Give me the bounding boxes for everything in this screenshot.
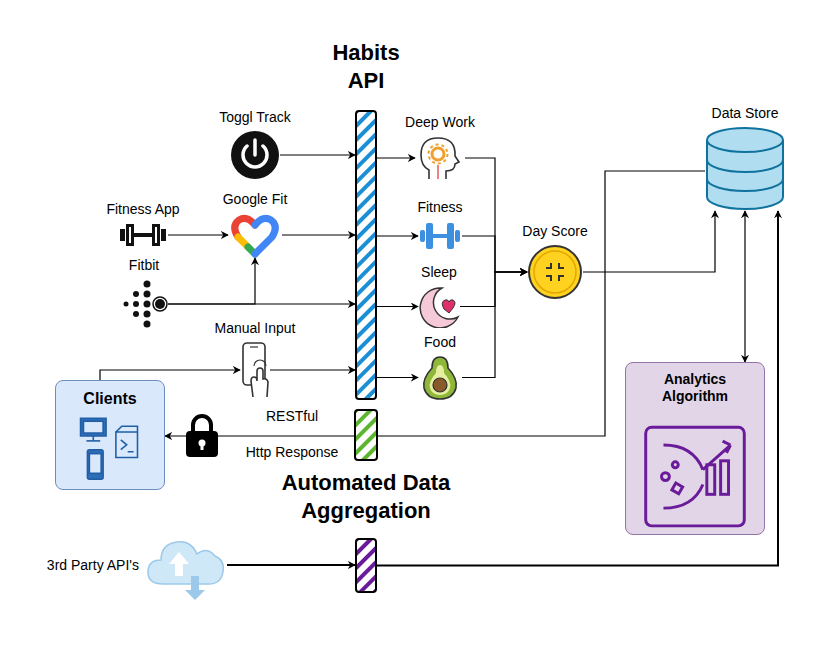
edge-caption: Http Response (244, 444, 341, 460)
node-label: Fitness App (106, 201, 179, 218)
connector-arrow (282, 234, 355, 235)
barBlue-icon (355, 110, 377, 400)
database-cylinder: Data Store (705, 126, 785, 211)
sleep-icon (418, 285, 460, 328)
store-icon (705, 126, 785, 211)
connector-arrow (168, 234, 228, 235)
connector-arrow (168, 303, 355, 304)
lock-icon (186, 416, 218, 457)
node-label: Manual Input (215, 320, 296, 337)
barPurple-icon (355, 538, 377, 593)
node-label: Google Fit (223, 191, 288, 208)
connector-arrow (460, 272, 527, 307)
connector-arrow (270, 369, 355, 370)
habit-icon: Deep Work (415, 135, 465, 181)
aggregation-bar: Automated Data Aggregation (355, 538, 377, 593)
fitbit-icon (120, 278, 168, 330)
source-icon: Fitness App (118, 222, 168, 248)
source-icon: Google Fit (228, 212, 282, 258)
toggl-icon (230, 130, 280, 180)
connector-arrow (465, 158, 527, 272)
section-title: Automated Data Aggregation (251, 469, 481, 526)
connector-arrow (227, 564, 355, 566)
connector-arrow (462, 272, 527, 378)
cloud-icon (145, 528, 227, 602)
cloud-icon: 3rd Party API's (145, 528, 227, 602)
source-icon: Fitbit (120, 278, 168, 330)
node-label: Fitness (417, 199, 462, 216)
connector-arrow (280, 154, 355, 155)
client-box: Clients (55, 380, 165, 490)
node-label: Deep Work (405, 114, 475, 131)
response-bar (355, 410, 377, 460)
edge-caption: RESTful (264, 408, 320, 424)
api-bar: Habits API (355, 110, 377, 400)
node-label: Clients (56, 389, 164, 408)
habit-icon: Fitness (418, 220, 462, 252)
source-icon: Manual Input (240, 341, 270, 399)
connector-arrow (165, 171, 705, 436)
connector-arrow (744, 211, 745, 362)
manual-icon (240, 341, 270, 399)
source-icon: Toggl Track (230, 130, 280, 180)
connector-arrow (377, 377, 418, 378)
score-circle: Day Score (527, 244, 583, 300)
connector-arrow (377, 235, 418, 236)
dumbBlue-icon (418, 220, 462, 252)
connector-arrow (377, 157, 415, 158)
connector-arrow (377, 306, 418, 307)
process-box: Analytics Algorithm (625, 362, 765, 535)
food-icon (418, 355, 462, 400)
section-title: Habits API (332, 39, 399, 96)
connector-arrow (377, 211, 778, 566)
node-label: Fitbit (129, 257, 159, 274)
connector-arrow (583, 211, 715, 272)
gfit-icon (228, 212, 282, 258)
node-label: Analytics Algorithm (649, 371, 741, 405)
node-label: Sleep (421, 264, 457, 281)
connector-arrow (168, 258, 255, 304)
connector-arrow (100, 370, 240, 380)
node-label: Food (424, 334, 456, 351)
node-label: Day Score (522, 223, 587, 240)
habit-icon: Food (418, 355, 462, 400)
habit-icon: Sleep (418, 285, 460, 328)
dumbBlack-icon (118, 222, 168, 248)
score-icon (527, 244, 583, 300)
node-label: Data Store (712, 105, 779, 122)
connector-arrow (462, 236, 527, 272)
deep-icon (415, 135, 465, 181)
node-label: Toggl Track (219, 109, 291, 126)
node-label: 3rd Party API's (47, 557, 139, 574)
